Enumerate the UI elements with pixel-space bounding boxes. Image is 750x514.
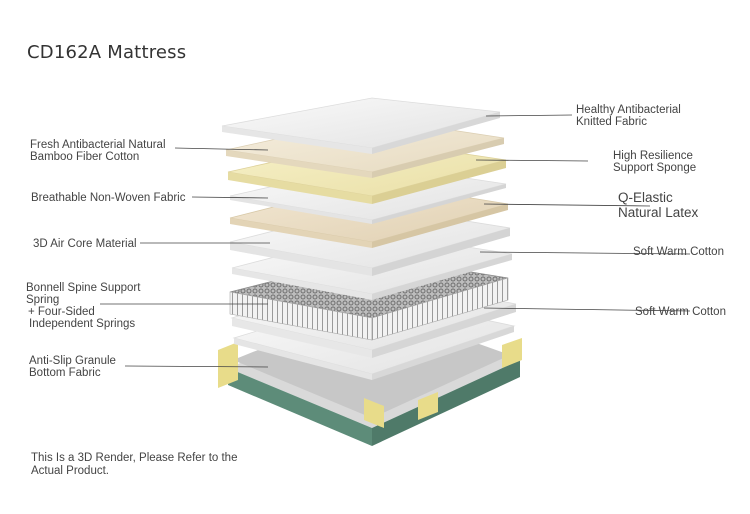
page-title: CD162A Mattress — [27, 42, 187, 63]
label-soft-cotton-lower: Soft Warm Cotton — [635, 306, 726, 318]
leader-lines-left — [100, 147, 270, 368]
label-natural-latex: Q-Elastic Natural Latex — [618, 190, 699, 220]
label-air-core: 3D Air Core Material — [33, 238, 137, 250]
label-bottom-fabric: Anti-Slip Granule Bottom Fabric — [29, 355, 116, 379]
label-soft-cotton-upper: Soft Warm Cotton — [633, 246, 724, 258]
render-disclaimer: This Is a 3D Render, Please Refer to the… — [31, 452, 238, 477]
label-springs: Bonnell Spine Support Spring + Four-Side… — [26, 282, 141, 330]
label-bamboo-cotton: Fresh Antibacterial Natural Bamboo Fiber… — [30, 139, 166, 163]
leader-lines-right — [475, 114, 691, 312]
label-knitted-fabric: Healthy Antibacterial Knitted Fabric — [576, 104, 681, 128]
label-support-sponge: High Resilience Support Sponge — [613, 150, 697, 174]
label-non-woven: Breathable Non-Woven Fabric — [31, 192, 186, 204]
